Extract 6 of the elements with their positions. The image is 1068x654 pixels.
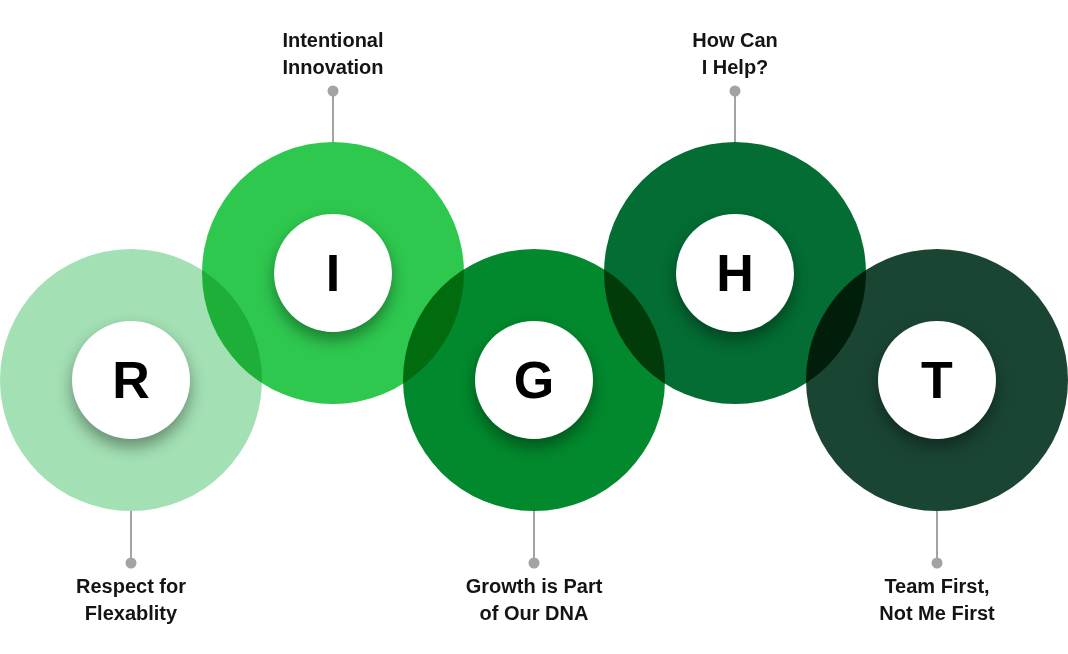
callout-label: Respect for Flexablity <box>51 573 211 627</box>
callout-label: Intentional Innovation <box>253 27 413 81</box>
callout-label: Growth is Part of Our DNA <box>449 573 619 627</box>
callout-label: Team First, Not Me First <box>857 573 1017 627</box>
letter-circle <box>806 249 1068 511</box>
callout-label: How Can I Help? <box>675 27 795 81</box>
